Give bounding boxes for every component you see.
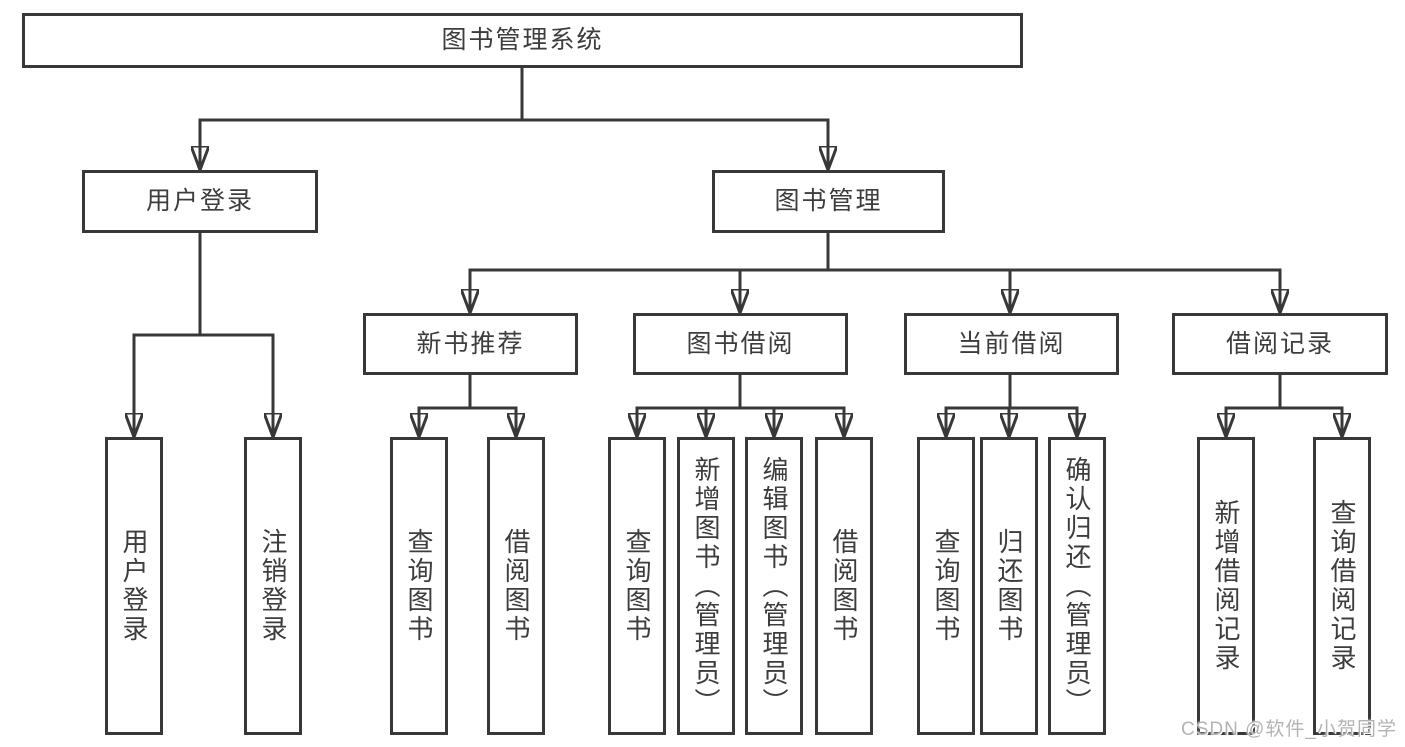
trunk-user-login <box>132 233 275 337</box>
node-label: 归还图书 <box>994 528 1024 644</box>
node-leaf-return-book: 归还图书 <box>980 437 1038 735</box>
node-label: 新增图书（管理员） <box>691 455 721 717</box>
node-new-book-recommend: 新书推荐 <box>363 313 578 375</box>
trunk-book-management <box>468 233 1282 272</box>
node-leaf-add-book-admin: 新增图书（管理员） <box>677 437 735 735</box>
node-label: 借阅记录 <box>1225 329 1334 358</box>
node-leaf-logout: 注销登录 <box>244 437 302 735</box>
node-leaf-borrow-book: 借阅图书 <box>815 437 873 735</box>
node-label: 查询图书 <box>622 528 652 644</box>
node-label: 查询借阅记录 <box>1327 499 1357 673</box>
node-borrow-record: 借阅记录 <box>1172 313 1388 375</box>
node-label: 新增借阅记录 <box>1211 499 1241 673</box>
node-label: 用户登录 <box>145 187 254 215</box>
node-leaf-query-book-current: 查询图书 <box>917 437 975 735</box>
node-current-borrow: 当前借阅 <box>904 313 1119 375</box>
node-label: 编辑图书（管理员） <box>759 455 789 717</box>
trunk-new-book <box>417 375 518 410</box>
watermark: CSDN @软件_小贺同学 <box>1181 719 1397 740</box>
node-leaf-edit-book-admin: 编辑图书（管理员） <box>745 437 803 735</box>
node-leaf-borrow-book-recommend: 借阅图书 <box>487 437 545 735</box>
node-label: 查询图书 <box>404 528 434 644</box>
node-leaf-query-borrow-record: 查询借阅记录 <box>1313 437 1371 735</box>
node-label: 图书管理 <box>774 187 883 215</box>
node-book-management: 图书管理 <box>712 170 945 233</box>
node-leaf-add-borrow-record: 新增借阅记录 <box>1197 437 1255 735</box>
node-label: 借阅图书 <box>501 528 531 644</box>
node-label: 新书推荐 <box>416 329 525 358</box>
node-leaf-user-login: 用户登录 <box>105 437 163 735</box>
node-label: 借阅图书 <box>829 528 859 644</box>
trunk-borrow-record <box>1224 375 1344 410</box>
node-label: 查询图书 <box>931 528 961 644</box>
trunk-current-borrow <box>944 375 1079 410</box>
node-root: 图书管理系统 <box>22 13 1023 68</box>
node-user-login: 用户登录 <box>82 170 318 233</box>
node-book-borrow: 图书借阅 <box>633 313 848 375</box>
node-leaf-query-book-recommend: 查询图书 <box>390 437 448 735</box>
node-label: 当前借阅 <box>957 329 1066 358</box>
node-label: 注销登录 <box>258 528 288 644</box>
node-label: 图书管理系统 <box>441 26 604 54</box>
node-label: 确认归还（管理员） <box>1062 455 1092 717</box>
node-leaf-query-book-borrow: 查询图书 <box>608 437 666 735</box>
node-label: 图书借阅 <box>686 329 795 358</box>
trunk-book-borrow <box>635 375 846 410</box>
trunk-root <box>198 68 830 122</box>
node-label: 用户登录 <box>119 528 149 644</box>
node-leaf-confirm-return-admin: 确认归还（管理员） <box>1048 437 1106 735</box>
